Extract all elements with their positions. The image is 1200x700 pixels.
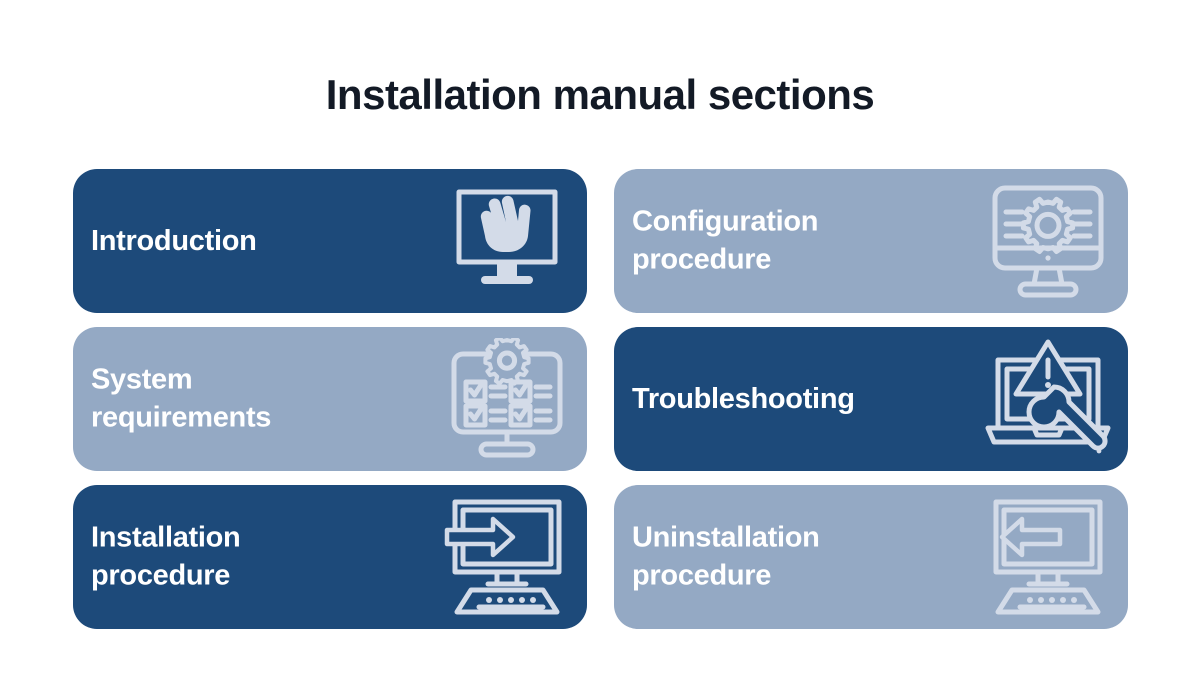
section-card-uninstallation-procedure[interactable]: Uninstallation procedure	[614, 485, 1128, 629]
card-label: Configuration procedure	[632, 205, 819, 276]
monitor-waving-hand-icon	[441, 180, 573, 302]
section-card-configuration-procedure[interactable]: Configuration procedure	[614, 169, 1128, 313]
card-label: Installation procedure	[91, 521, 241, 592]
section-card-troubleshooting[interactable]: Troubleshooting	[614, 327, 1128, 471]
page-title: Installation manual sections	[325, 71, 875, 118]
monitor-keyboard-arrow-out-icon	[982, 496, 1114, 618]
card-label: Introduction	[91, 224, 257, 257]
laptop-warning-wrench-icon	[982, 338, 1114, 460]
monitor-gear-settings-icon	[982, 180, 1114, 302]
card-label: Troubleshooting	[632, 382, 855, 415]
card-label: System requirements	[91, 363, 272, 434]
section-card-system-requirements[interactable]: System requirements	[73, 327, 587, 471]
section-card-installation-procedure[interactable]: Installation procedure	[73, 485, 587, 629]
section-card-grid: Introduction Configuration procedure	[73, 169, 1128, 629]
monitor-keyboard-arrow-in-icon	[441, 496, 573, 618]
section-card-introduction[interactable]: Introduction	[73, 169, 587, 313]
monitor-checklist-gear-icon	[441, 338, 573, 460]
card-label: Uninstallation procedure	[632, 521, 820, 592]
